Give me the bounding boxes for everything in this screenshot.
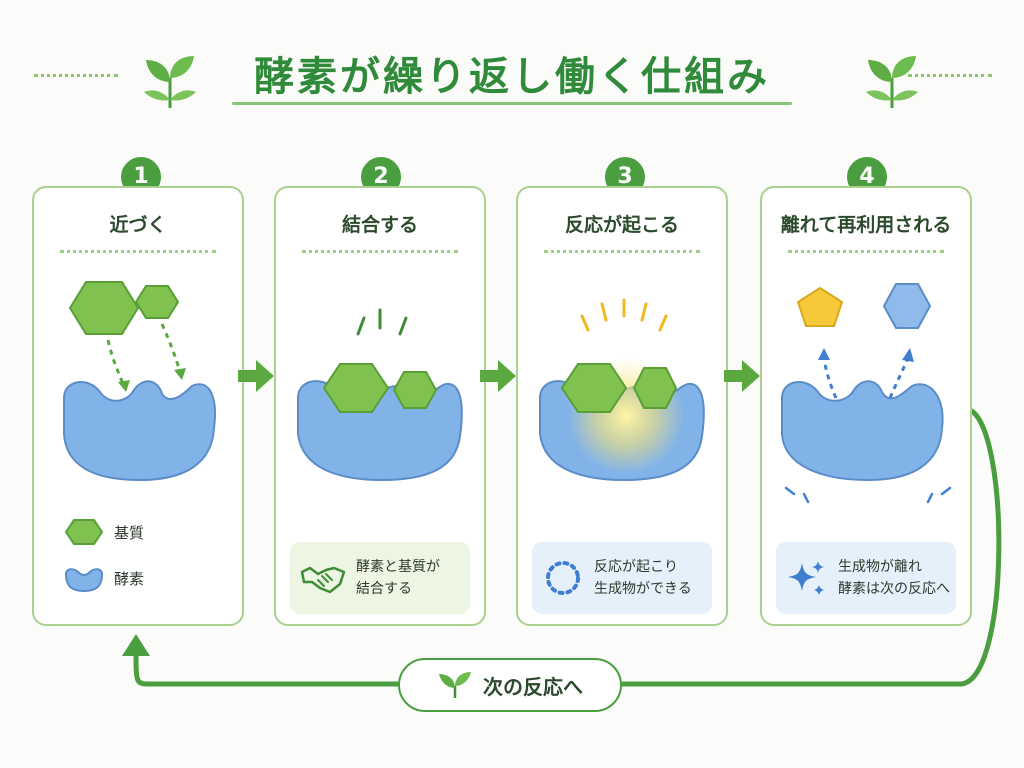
step-4-illustration [781,283,952,504]
title-dots-right [908,74,992,77]
reacting-substrate-small [632,367,678,409]
legend-substrate: 基質 [64,518,144,546]
step-1-title: 近づく [109,214,167,236]
step-arrow-3 [724,360,760,392]
next-reaction-label: 次の反応へ [398,658,622,712]
step-3-illustration [539,298,705,482]
enzyme-shape [781,380,944,482]
enzyme-shape [63,380,216,482]
step-1-illustration [63,281,216,482]
leaf-icon [439,672,471,698]
step-2-card: 結合する 酵素と基質が 結合する [274,186,486,626]
step-2-note-line1: 酵素と基質が [356,559,440,575]
step-3-note-line2: 生成物ができる [594,581,692,597]
leaf-icon [144,56,196,108]
handshake-icon [300,566,346,594]
legend-enzyme-label: 酵素 [114,569,145,588]
step-1-divider [60,250,216,253]
step-3-title: 反応が起こる [564,214,679,236]
page-title: 酵素が繰り返し働く仕組み [254,54,770,100]
step-4-note-line2: 酵素は次の反応へ [838,581,950,597]
step-arrow-2 [480,360,516,392]
enzyme-legend-icon [64,568,104,592]
step-1-card: 近づく 基質 酵素 [32,186,244,626]
step-4-note: 生成物が離れ 酵素は次の反応へ [776,542,956,614]
step-4-divider [788,250,944,253]
step-2-divider [302,250,458,253]
legend-substrate-label: 基質 [114,523,145,542]
step-3-note: 反応が起こり 生成物ができる [532,542,712,614]
step-4-note-line1: 生成物が離れ [838,559,922,575]
step-arrow-1 [238,360,274,392]
step-2-note: 酵素と基質が 結合する [290,542,470,614]
step-3-card: 反応が起こる 反応が起こり 生成物ができる [516,186,728,626]
step-4-title: 離れて再利用される [780,214,952,236]
step-3-note-line1: 反応が起こり [594,559,678,575]
sparkle-icon [788,561,824,595]
reacting-substrate-large [560,363,628,413]
leaf-icon [866,56,918,108]
title-underline [232,102,792,105]
substrate-legend-icon [64,519,104,545]
next-reaction-text: 次の反応へ [483,674,583,699]
title-area: 酵素が繰り返し働く仕組み [0,36,1024,116]
title-dots-left [34,74,118,77]
legend-enzyme: 酵素 [64,564,144,592]
dots-ring-icon [546,561,580,595]
bound-substrate-small [392,371,438,409]
substrate-small [134,285,180,319]
step-2-illustration [297,308,463,482]
product-hexagon [882,283,932,329]
substrate-large [68,281,140,335]
step-2-title: 結合する [341,214,418,236]
bound-substrate-large [322,363,390,413]
step-2-note-line2: 結合する [356,581,412,597]
step-3-divider [544,250,700,253]
product-pentagon [796,286,844,327]
step-4-card: 離れて再利用される 生成物が離れ 酵素は次の反応へ [760,186,972,626]
